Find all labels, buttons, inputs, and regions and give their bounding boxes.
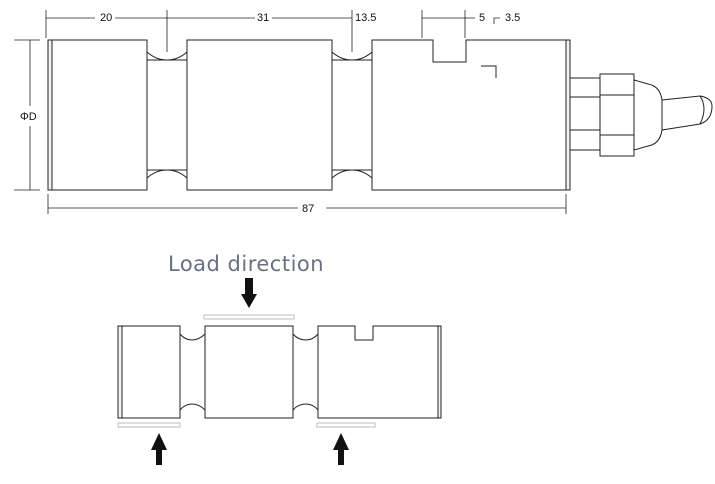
arrow-down-load [241, 278, 257, 308]
right-end-ring [565, 39, 571, 191]
arrow-up-support-left [151, 433, 167, 465]
dim-label-seg3: 13.5 [355, 12, 376, 24]
left-end-ring [47, 39, 53, 191]
dim-label-seg2: 31 [257, 12, 269, 24]
arrow-up-support-right [333, 433, 349, 465]
body-neck-2 [331, 50, 373, 180]
load-right-end-ring [437, 325, 442, 419]
load-view-body [117, 325, 442, 419]
support-pads [117, 314, 376, 428]
dim-label-slot-depth: 3.5 [505, 12, 520, 24]
load-neck-1 [179, 332, 206, 412]
bottom-support-pad-right [316, 422, 376, 428]
load-block-3 [317, 325, 439, 419]
body-block-3 [371, 39, 567, 191]
gland-hex [599, 73, 635, 157]
dim-line-slot-depth [493, 17, 500, 24]
load-direction-label: Load direction [168, 252, 324, 276]
load-block-1 [121, 325, 181, 419]
dim-label-diameter: ΦD [20, 111, 37, 123]
slot-depth-mark [481, 65, 497, 78]
load-arrows [151, 278, 349, 465]
dim-label-slot-width: 5 [479, 12, 485, 24]
dim-label-seg1: 20 [100, 12, 112, 24]
body-block-2 [186, 39, 333, 191]
dim-label-total: 87 [302, 203, 314, 215]
load-block-2 [204, 325, 294, 419]
top-view-dimensions [14, 10, 567, 214]
body-block-1 [51, 39, 148, 191]
load-neck-2 [292, 332, 319, 412]
gland-nut [569, 77, 601, 151]
top-view-dimension-labels: 20 31 13.5 5 3.5 87 ΦD [20, 12, 520, 215]
top-load-pad [203, 314, 295, 320]
cable-cut-end [699, 95, 705, 125]
gland-cap [633, 79, 663, 151]
body-neck-1 [146, 50, 188, 180]
load-left-end-ring [117, 325, 123, 419]
cable [661, 95, 713, 131]
bottom-support-pad-left [117, 422, 181, 428]
top-view [47, 39, 713, 191]
